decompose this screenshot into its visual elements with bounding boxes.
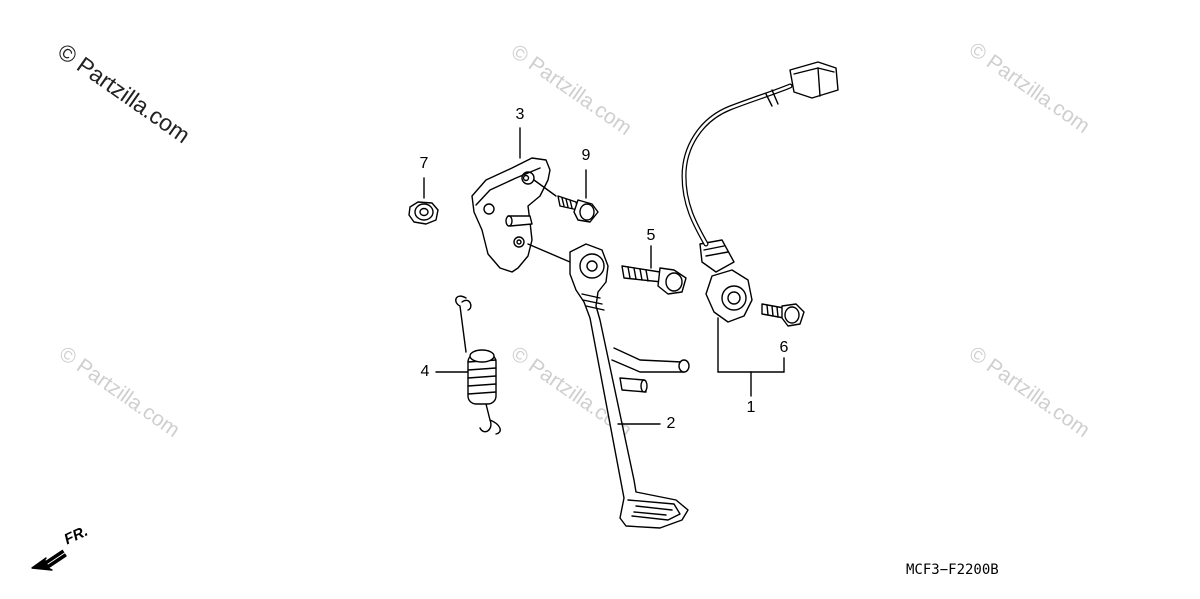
callout-6: 6 — [779, 339, 789, 356]
callout-1: 1 — [746, 399, 756, 416]
callout-5: 5 — [646, 227, 656, 244]
spring-part-4 — [435, 295, 501, 435]
callout-4: 4 — [420, 363, 430, 380]
bolt-part-9 — [533, 169, 599, 223]
bracket-part-3 — [471, 127, 551, 273]
bolt-part-6 — [761, 303, 805, 327]
front-direction-arrow-icon — [31, 547, 67, 571]
callout-7: 7 — [419, 155, 429, 172]
callout-9: 9 — [581, 147, 591, 164]
side-stand-switch-part-1 — [681, 61, 839, 397]
side-stand-part-2 — [527, 243, 690, 529]
callout-2: 2 — [666, 415, 676, 432]
diagram-code: MCF3−F2200B — [906, 562, 999, 578]
collar-nut-part-7 — [408, 177, 439, 225]
bolt-part-5 — [621, 245, 687, 295]
callout-3: 3 — [515, 106, 525, 123]
